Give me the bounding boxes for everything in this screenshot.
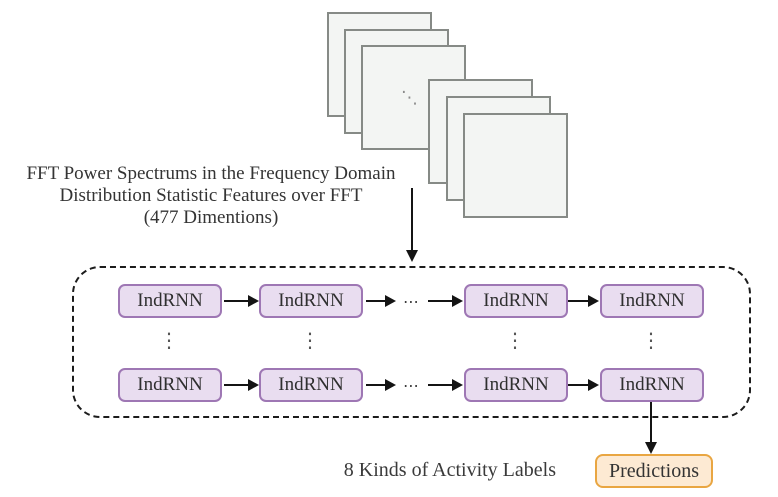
output-label: 8 Kinds of Activity Labels <box>343 459 556 481</box>
arrow-right-icon <box>366 379 396 391</box>
indrnn-node: IndRNN <box>464 368 568 402</box>
arrow-right-icon <box>428 295 463 307</box>
row-horizontal-ellipsis: ⋯ <box>403 292 419 311</box>
arrow-right-icon <box>568 379 599 391</box>
indrnn-node: IndRNN <box>259 368 363 402</box>
arrow-right-icon <box>366 295 396 307</box>
stack-diagonal-ellipsis: ⋱ <box>401 88 418 108</box>
column-vertical-ellipsis: ⋮ <box>300 328 320 352</box>
input-caption: FFT Power Spectrums in the Frequency Dom… <box>2 163 420 229</box>
indrnn-node: IndRNN <box>118 284 222 318</box>
input-caption-line2: Distribution Statistic Features over FFT <box>59 185 363 206</box>
indrnn-node: IndRNN <box>600 284 704 318</box>
arrow-right-icon <box>428 379 463 391</box>
row-horizontal-ellipsis: ⋯ <box>403 376 419 395</box>
column-vertical-ellipsis: ⋮ <box>505 328 525 352</box>
predictions-box: Predictions <box>595 454 713 488</box>
column-vertical-ellipsis: ⋮ <box>159 328 179 352</box>
indrnn-node: IndRNN <box>600 368 704 402</box>
arrow-down-input-icon <box>406 188 418 262</box>
arrow-right-icon <box>568 295 599 307</box>
input-caption-line1: FFT Power Spectrums in the Frequency Dom… <box>26 163 396 184</box>
indrnn-node: IndRNN <box>118 368 222 402</box>
column-vertical-ellipsis: ⋮ <box>641 328 661 352</box>
arrow-right-icon <box>224 295 259 307</box>
input-caption-line3: (477 Dimentions) <box>143 207 279 228</box>
indrnn-node: IndRNN <box>464 284 568 318</box>
indrnn-node: IndRNN <box>259 284 363 318</box>
arrow-right-icon <box>224 379 259 391</box>
input-frame-card <box>463 113 568 218</box>
arrow-down-output-icon <box>645 402 657 454</box>
rnn-layer-container <box>72 266 751 418</box>
